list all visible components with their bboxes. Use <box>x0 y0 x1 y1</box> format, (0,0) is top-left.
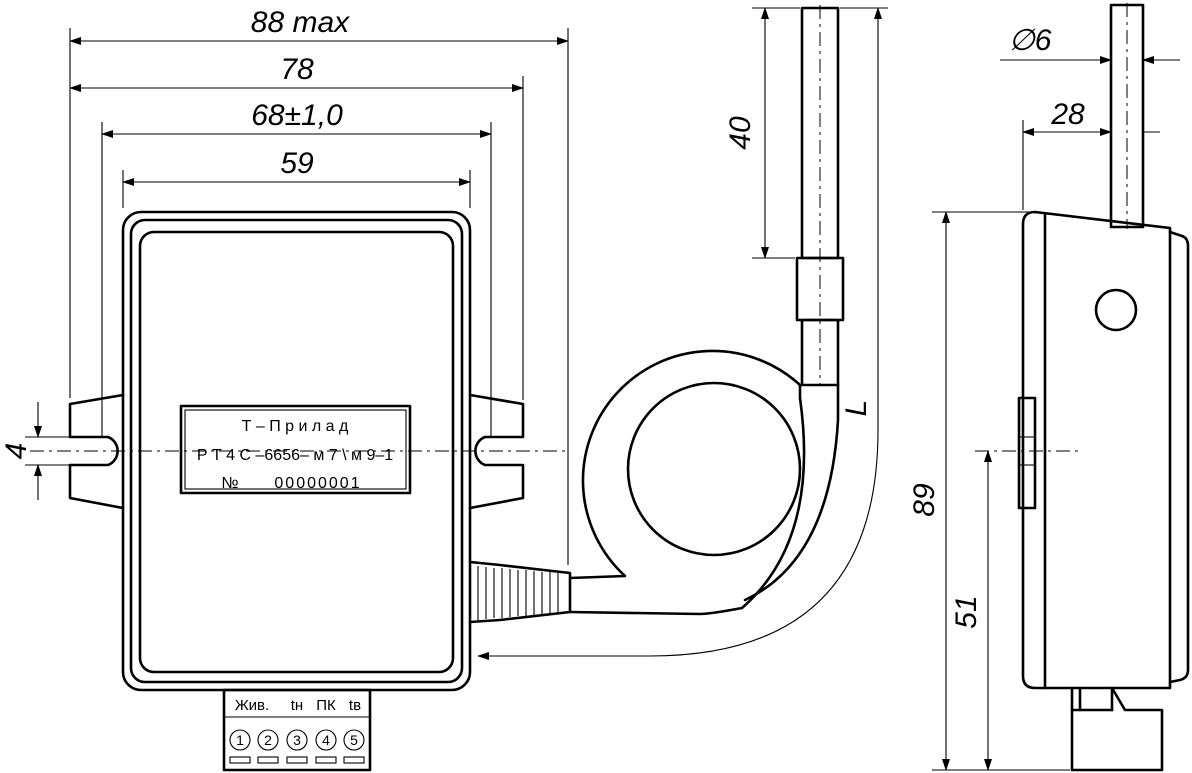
terminal-1: 1 <box>229 729 251 764</box>
dim-probe-diameter: ∅6 <box>1009 24 1052 57</box>
plate-manufacturer: Т – П р и л а д <box>242 418 349 435</box>
cable-gland <box>468 560 572 624</box>
terminal-number-3: 3 <box>293 732 301 748</box>
dim-outer-width: 78 <box>280 53 314 86</box>
name-plate-inner-border <box>184 409 407 490</box>
terminal-block <box>222 688 372 772</box>
side-mounting-ear <box>1017 396 1037 510</box>
dim-probe-tip: 40 <box>724 116 757 150</box>
terminal-label-supply: Жив. <box>235 697 269 714</box>
side-terminal-connector <box>1070 686 1164 772</box>
side-housing-outline <box>1021 210 1172 690</box>
name-plate <box>179 404 412 495</box>
plate-serial-number: 00000001 <box>274 475 361 492</box>
dim-mount-height: 51 <box>950 595 983 628</box>
cable-gland-ribs <box>477 566 559 620</box>
terminal-3: 3 <box>286 729 308 764</box>
side-indicator-hole <box>1094 288 1138 332</box>
terminal-label-tn: tн <box>291 697 303 714</box>
plate-model: Р Т 4 С –6656– м 7 \ м 9–1 <box>197 447 393 464</box>
housing-lid-outline <box>138 230 455 674</box>
side-view <box>975 3 1190 772</box>
dim-overall-max: 88 max <box>251 6 350 39</box>
terminal-5: 5 <box>343 729 365 764</box>
terminal-4: 4 <box>315 729 337 764</box>
terminal-number-2: 2 <box>264 732 272 748</box>
terminal-number-1: 1 <box>236 732 244 748</box>
dim-mount-spacing: 68±1,0 <box>251 99 343 132</box>
dim-slot-height: 4 <box>0 443 33 460</box>
side-dimensions: ∅6 28 89 51 <box>908 24 1180 771</box>
dim-probe-offset: 28 <box>1050 98 1085 131</box>
terminal-number-4: 4 <box>322 732 330 748</box>
terminal-label-tv: tв <box>349 697 361 714</box>
terminal-label-pk: ПК <box>316 697 336 714</box>
dim-cable-length: L <box>840 400 873 417</box>
terminal-number-5: 5 <box>350 732 358 748</box>
cable-loop-inner <box>626 381 802 557</box>
side-back-flange <box>1168 230 1190 684</box>
front-dimensions: 88 max 78 68±1,0 59 4 40 L <box>0 6 888 660</box>
plate-number-sign: № <box>221 475 238 492</box>
cable-inner-edge <box>743 383 840 602</box>
dim-height: 89 <box>908 483 941 517</box>
dim-body-width: 59 <box>280 147 314 180</box>
front-view: Т – П р и л а д Р Т 4 С –6656– м 7 \ м 9… <box>30 5 845 772</box>
cable-outer-edge <box>568 349 806 616</box>
dim-line-cable-length <box>477 7 882 660</box>
terminal-2: 2 <box>257 729 279 764</box>
